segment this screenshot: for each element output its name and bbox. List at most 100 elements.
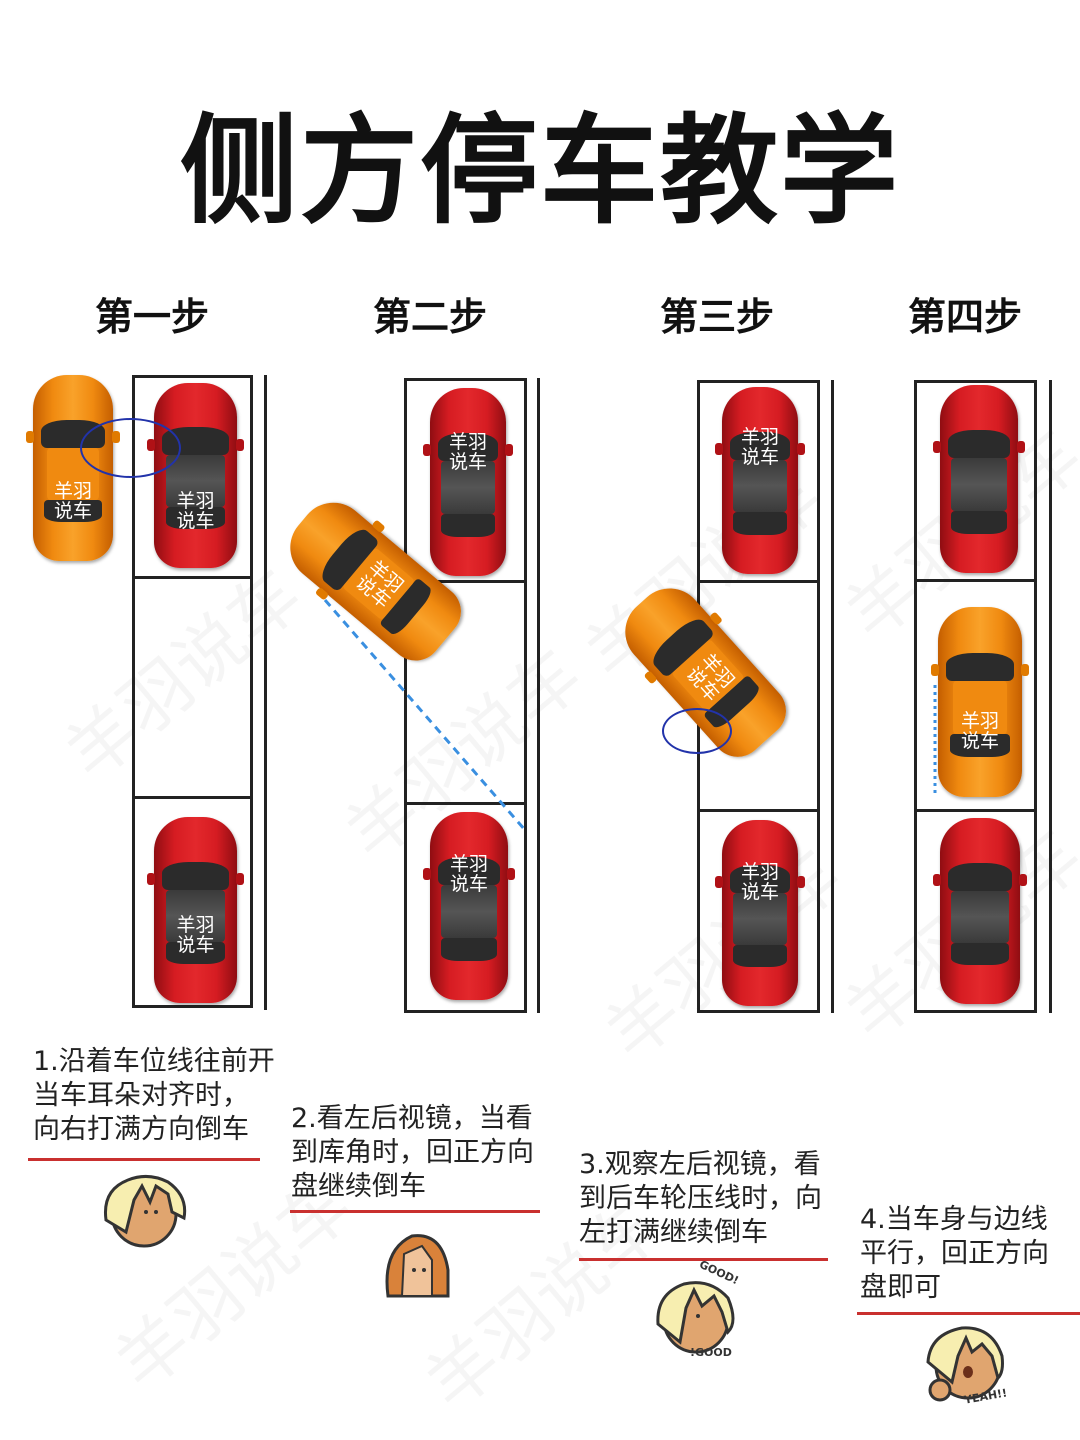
red-car-front-step-2: 羊羽说车: [423, 388, 513, 576]
side-mirror: [715, 443, 723, 456]
parking-line: [404, 1010, 527, 1013]
car-label-line: 羊羽: [176, 914, 215, 936]
rear-wheel-marker: [662, 708, 732, 754]
red-car-rear-step-3: 羊羽说车: [715, 820, 805, 1006]
car-roof: [165, 455, 226, 507]
windshield: [948, 862, 1012, 891]
rear-window: [732, 944, 788, 967]
step-4-instruction: 4.当车身与边线 平行，回正方向 盘即可: [860, 1204, 1049, 1303]
step-4-heading: 第四步: [907, 295, 1022, 339]
side-mirror: [507, 868, 515, 881]
rear-window: [44, 499, 102, 522]
side-mirror: [715, 875, 723, 888]
parking-line: [697, 1010, 820, 1013]
car-label-line: 说车: [960, 730, 999, 752]
side-mirror: [931, 664, 939, 676]
parking-line: [250, 375, 253, 1008]
rear-window: [165, 506, 226, 530]
windshield: [162, 861, 229, 890]
page-title: 侧方停车教学: [179, 102, 900, 240]
windshield: [729, 864, 791, 893]
side-mirror: [236, 438, 244, 451]
cartoon-face-sticker: [656, 1281, 735, 1354]
side-mirror: [797, 443, 805, 456]
parking-line: [404, 378, 407, 1013]
red-car-front-step-3: 羊羽说车: [715, 387, 805, 574]
divider: [579, 1258, 828, 1261]
parking-line: [404, 378, 527, 381]
car-roof: [950, 458, 1008, 511]
cartoon-face-sticker: [926, 1326, 1004, 1402]
parking-line: [404, 580, 527, 583]
windshield: [437, 857, 501, 886]
side-mirror: [147, 872, 155, 885]
parking-line: [132, 576, 253, 579]
side-mirror: [236, 872, 244, 885]
car-watermark-label: 羊羽说车: [722, 427, 798, 467]
car-roof: [165, 889, 226, 942]
car-watermark-label: 羊羽说车: [154, 915, 237, 955]
car-roof: [440, 885, 498, 938]
car-label-line: 羊羽: [740, 426, 779, 448]
car-roof: [951, 890, 1009, 943]
car-watermark-label: 羊羽说车: [430, 854, 508, 894]
car-label-line: 说车: [740, 446, 779, 468]
rear-window: [440, 937, 498, 961]
step-2-instruction: 2.看左后视镜，当看 到库角时，回正方向 盘继续倒车: [291, 1103, 534, 1202]
windshield: [946, 652, 1014, 682]
sticker-text-good: !GOOD: [690, 1346, 732, 1359]
side-mirror: [797, 875, 805, 888]
car-label-line: 说车: [176, 934, 215, 956]
parking-line: [817, 380, 820, 1013]
mirror-alignment-marker: [80, 418, 181, 478]
step-1-heading: 第一步: [94, 295, 209, 339]
parking-line: [914, 1010, 1037, 1013]
side-mirror: [1021, 664, 1029, 676]
orange-car-step-4: 羊羽说车: [931, 607, 1029, 797]
parking-line: [697, 580, 820, 583]
car-label-line: 羊羽: [448, 431, 487, 453]
side-mirror: [1019, 873, 1027, 886]
rear-window: [440, 513, 496, 537]
car-watermark-label: 羊羽说车: [938, 711, 1022, 751]
step-1-instruction: 1.沿着车位线往前开 当车耳朵对齐时， 向右打满方向倒车: [33, 1046, 275, 1145]
parking-line: [914, 380, 917, 1013]
red-car-front-step-1: 羊羽说车: [147, 383, 244, 568]
rear-window: [951, 942, 1009, 965]
car-label-line: 说车: [53, 500, 92, 522]
car-roof: [732, 892, 788, 945]
divider: [28, 1158, 260, 1161]
parking-line: [132, 375, 135, 1008]
car-label-line: 说车: [176, 510, 215, 532]
parking-line: [404, 802, 527, 805]
car-watermark-label: 羊羽说车: [430, 432, 506, 472]
step-3-instruction: 3.观察左后视镜，看 到后车轮压线时，向 左打满继续倒车: [579, 1149, 822, 1248]
cartoon-face-sticker: [385, 1234, 450, 1298]
parking-line: [1034, 380, 1037, 1013]
parking-line: [1049, 380, 1052, 1013]
side-mirror: [505, 444, 513, 457]
car-label-line: 说车: [449, 873, 488, 895]
red-car-rear-step-4: [933, 818, 1027, 1004]
car-roof: [953, 681, 1007, 735]
parking-line: [914, 579, 1037, 582]
car-label-line: 羊羽: [960, 710, 999, 732]
car-watermark-label: 羊羽说车: [722, 862, 798, 902]
red-car-rear-step-1: 羊羽说车: [147, 817, 244, 1003]
parking-line: [537, 378, 540, 1013]
car-roof: [440, 461, 496, 514]
parking-line: [831, 380, 834, 1013]
side-mirror: [1017, 441, 1025, 454]
windshield: [729, 431, 791, 460]
windshield: [437, 433, 499, 462]
step-3-heading: 第三步: [659, 295, 774, 339]
side-mirror: [26, 430, 34, 443]
car-label-line: 说车: [448, 451, 487, 473]
divider: [290, 1210, 540, 1213]
divider: [857, 1312, 1080, 1315]
cartoon-face-sticker: [103, 1175, 187, 1248]
parking-line: [132, 796, 253, 799]
parking-line: [914, 380, 1037, 383]
parking-line: [697, 380, 820, 383]
